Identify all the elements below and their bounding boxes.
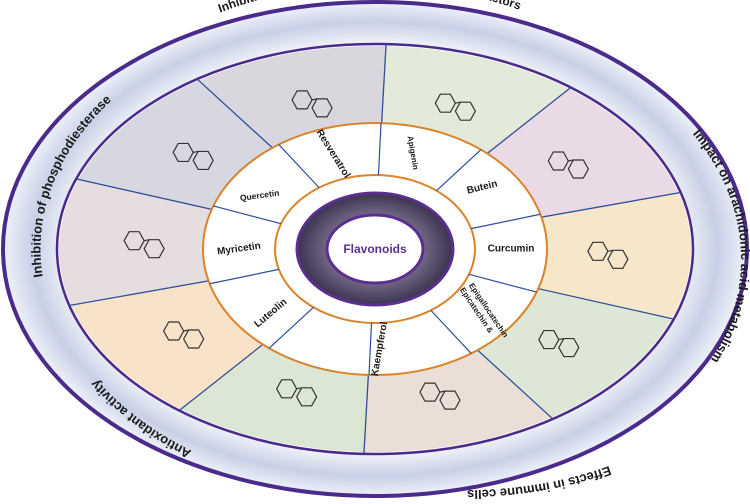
luteolin-structure-icon bbox=[275, 379, 318, 407]
chalcone-structure-icon bbox=[547, 151, 590, 179]
hub-center bbox=[325, 213, 425, 285]
curcumin-structure-icon bbox=[587, 241, 629, 269]
compound-divider bbox=[368, 322, 373, 375]
compound-divider bbox=[377, 123, 382, 176]
compound-divider bbox=[430, 309, 472, 354]
segment-photo bbox=[58, 179, 244, 305]
myricetin-structure-icon bbox=[162, 321, 205, 349]
catechin-structure-icon bbox=[538, 329, 580, 358]
compound-divider bbox=[278, 144, 320, 189]
flavone-structure-icon bbox=[434, 93, 477, 121]
stilbene-structure-icon bbox=[291, 90, 333, 118]
compound-divider bbox=[268, 306, 314, 349]
quercetin-structure-icon bbox=[123, 231, 165, 259]
compound-divider bbox=[209, 268, 279, 285]
compound-label: Curcumin bbox=[488, 244, 535, 255]
compound-divider bbox=[213, 205, 282, 225]
compound-divider bbox=[471, 213, 541, 230]
center-label: Flavonoids bbox=[343, 242, 407, 256]
grape-photo-icon bbox=[172, 142, 214, 171]
segment-photo bbox=[506, 193, 691, 319]
compound-divider bbox=[468, 273, 537, 293]
compound-divider bbox=[436, 149, 482, 192]
kaempferol-structure-icon bbox=[419, 382, 461, 410]
